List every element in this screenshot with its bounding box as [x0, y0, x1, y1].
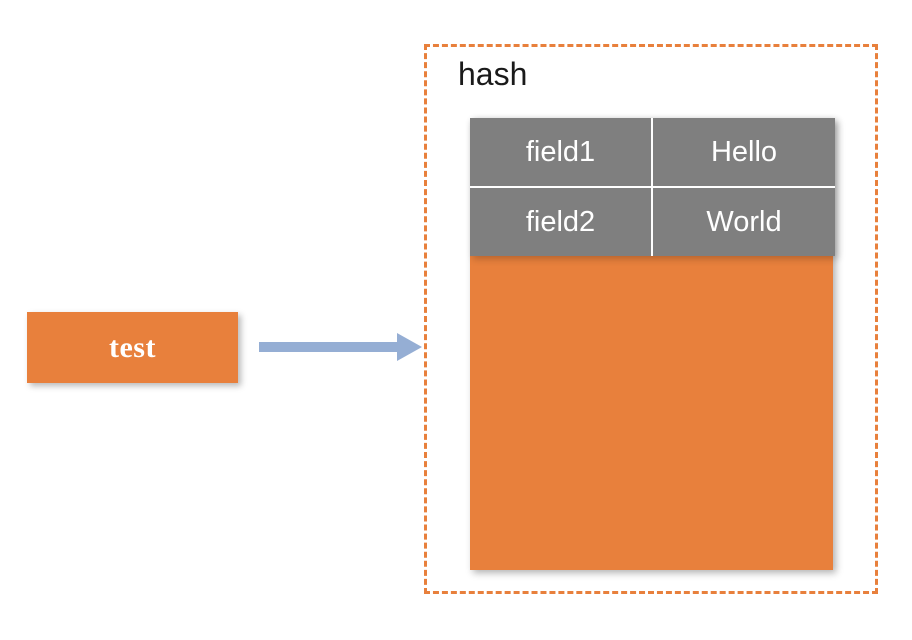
hash-field-name: field2	[470, 188, 653, 256]
hash-field-table: field1 Hello field2 World	[470, 118, 835, 256]
points-to-arrow	[259, 330, 422, 364]
hash-field-value: World	[653, 188, 835, 256]
hash-table-body: field1 Hello field2 World	[470, 118, 835, 256]
arrow-right-icon	[259, 333, 422, 361]
hash-title: hash	[458, 56, 528, 92]
redis-key-label: test	[109, 330, 156, 364]
hash-field-value: Hello	[653, 118, 835, 188]
hash-container-box	[424, 44, 878, 594]
table-row: field1 Hello	[470, 118, 835, 188]
redis-key-box[interactable]: test	[27, 312, 238, 383]
hash-field-name: field1	[470, 118, 653, 188]
table-row: field2 World	[470, 188, 835, 256]
